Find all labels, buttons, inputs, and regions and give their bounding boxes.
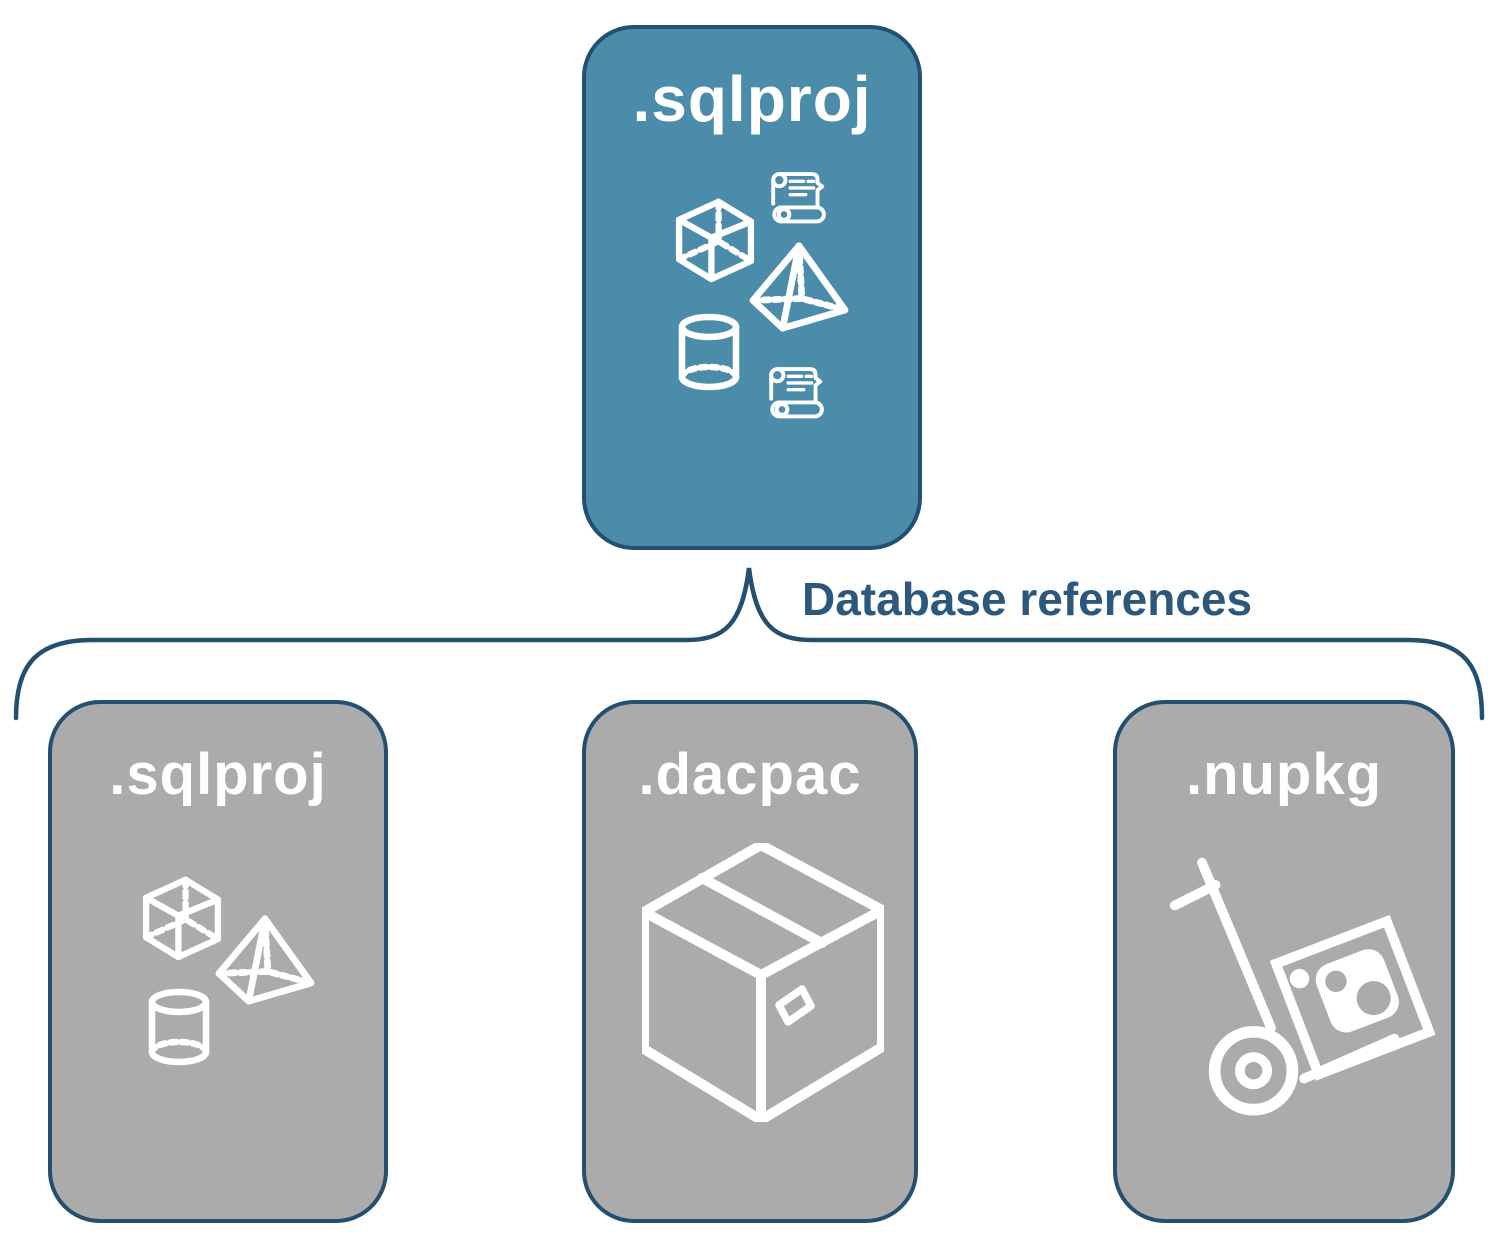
- brace-path: [13, 567, 1485, 721]
- node-nupkg: .nupkg: [1113, 700, 1455, 1223]
- node-dacpac: .dacpac: [582, 700, 918, 1223]
- node-label: .nupkg: [1185, 742, 1383, 807]
- node-label: .sqlproj: [109, 742, 327, 807]
- cylinder-icon: [676, 313, 742, 393]
- cylinder-icon: [146, 988, 212, 1068]
- connector-label: Database references: [802, 573, 1253, 625]
- node-sqlproj-root: .sqlproj: [582, 25, 922, 550]
- node-label: .sqlproj: [632, 63, 872, 135]
- scroll-icon: [770, 169, 826, 227]
- package-box-icon: [642, 843, 884, 1122]
- scroll-icon: [768, 364, 824, 422]
- nuget-hand-truck-icon: [1161, 850, 1453, 1132]
- pyramid-icon: [212, 914, 318, 1006]
- brace-connector: [13, 567, 1485, 721]
- node-label: .dacpac: [638, 742, 862, 807]
- pyramid-icon: [746, 241, 852, 333]
- node-sqlproj-child: .sqlproj: [48, 700, 388, 1223]
